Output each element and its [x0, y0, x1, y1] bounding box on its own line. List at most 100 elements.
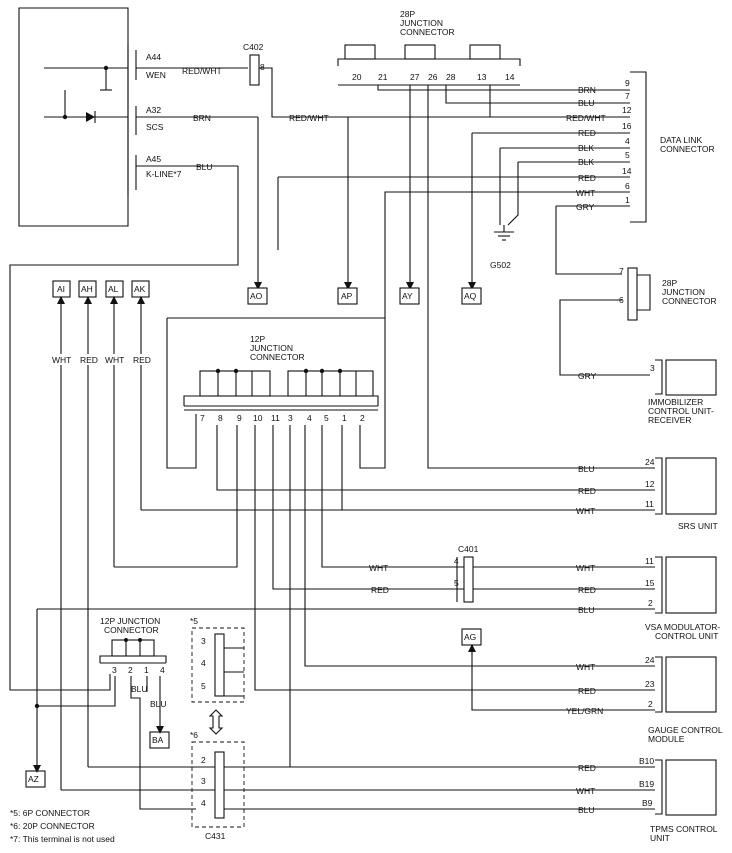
equivalence-arrow: [208, 709, 224, 735]
dlc-wire-8: WHT: [576, 188, 595, 198]
tpms-pin-3: B9: [642, 798, 653, 808]
junction-12p-small: 12P JUNCTION CONNECTOR 3 2 1 4 BLU BLU: [34, 616, 196, 810]
left-wire-4: RED: [133, 355, 151, 365]
jc28-top-pin-26: 26: [428, 72, 438, 82]
junction-12p-middle: 12P JUNCTION CONNECTOR 7 8 9 10 11 3 4 5…: [183, 334, 379, 423]
dlc-pin-8: 6: [625, 181, 630, 191]
ref-ap: AP: [341, 291, 353, 301]
srs-wire-1: BLU: [578, 464, 595, 474]
conn20-pin-3: 3: [201, 776, 206, 786]
left-wires: WHT RED WHT RED: [49, 296, 154, 790]
gauge-wire-2: RED: [578, 686, 596, 696]
connector-c401: C401 WHT 4 RED 5: [369, 544, 655, 603]
jc28-top-pin-20: 20: [352, 72, 362, 82]
conn6-pin-3: 3: [201, 636, 206, 646]
jc28-top-wires: G502: [166, 85, 630, 469]
c402-name: C402: [243, 42, 264, 52]
jc12-title-1: 12P: [250, 334, 265, 344]
vsa-wire-1: WHT: [576, 563, 595, 573]
ref-aq: AQ: [464, 291, 477, 301]
immobilizer-title-1: IMMOBILIZER: [648, 397, 703, 407]
gauge-title-2: MODULE: [648, 734, 685, 744]
jc12-pin-5: 5: [324, 413, 329, 423]
tpms-wire-2: WHT: [576, 786, 595, 796]
gauge-wire-3: YEL/GRN: [566, 706, 603, 716]
ecm-wire-redwht: RED/WHT: [182, 66, 222, 76]
jc12-title-2: JUNCTION: [250, 343, 293, 353]
jc12-pin-1: 1: [342, 413, 347, 423]
left-wire-3: WHT: [105, 355, 124, 365]
vsa-pin-1: 11: [645, 556, 654, 566]
footnote-1: *5: 6P CONNECTOR: [10, 808, 90, 818]
data-link-connector: DATA LINK CONNECTOR BRN 9 BLU 7 RED/WHT …: [566, 71, 715, 223]
jc28-top-pin-13: 13: [477, 72, 487, 82]
ecm-pin-wen: WEN: [146, 70, 166, 80]
vsa-wire-3: BLU: [578, 605, 595, 615]
left-wire-1: WHT: [52, 355, 71, 365]
ecm-pin-a32: A32: [146, 105, 161, 115]
junction-28p-right: 7 6 28P JUNCTION CONNECTOR: [559, 266, 717, 376]
dlc-pin-5: 4: [625, 136, 630, 146]
ecm-pin-a44: A44: [146, 52, 161, 62]
ref-ao: AO: [250, 291, 263, 301]
tpms-wire-1: RED: [578, 763, 596, 773]
jc28-top-pin-14: 14: [505, 72, 515, 82]
vsa-title-2: CONTROL UNIT: [655, 631, 718, 641]
srs-unit: SRS UNIT BLU 24 RED 12 WHT 11: [576, 457, 718, 531]
c401-wire-2: RED: [371, 585, 389, 595]
dlc-pin-1: 9: [625, 78, 630, 88]
dlc-pin-9: 1: [625, 195, 630, 205]
connector-20p: *6 2 3 4 C431: [61, 730, 655, 841]
ref-ag: AG: [464, 632, 476, 642]
dlc-wire-5: BLK: [578, 143, 594, 153]
jc28-top-pin-21: 21: [378, 72, 388, 82]
jc12-pin-10: 10: [253, 413, 263, 423]
ref-ai: AI: [57, 284, 65, 294]
vsa-unit: VSA MODULATOR- CONTROL UNIT WHT 11 RED 1…: [33, 556, 720, 773]
dlc-pin-7: 14: [622, 166, 632, 176]
jc12s-pin-4: 4: [160, 665, 165, 675]
jc28-right-pin-7: 7: [619, 266, 624, 276]
ecm-pin-kline: K-LINE*7: [146, 169, 182, 179]
gauge-pin-1: 24: [645, 655, 655, 665]
ground-g502: G502: [490, 260, 511, 270]
conn20-pin-2: 2: [201, 755, 206, 765]
jc12s-wire-1: BLU: [131, 684, 148, 694]
dlc-wire-3: RED/WHT: [566, 113, 606, 123]
connector-6p: *5 3 4 5: [190, 616, 245, 703]
jc12-pin-8: 8: [218, 413, 223, 423]
vsa-title-1: VSA MODULATOR-: [645, 622, 720, 632]
tpms-pin-1: B10: [639, 756, 654, 766]
dlc-wire-1: BRN: [578, 85, 596, 95]
dlc-pin-2: 7: [625, 91, 630, 101]
ref-ba: BA: [152, 735, 164, 745]
srs-wire-2: RED: [578, 486, 596, 496]
jc12s-title-1: 12P JUNCTION: [100, 616, 160, 626]
jc12s-pin-3: 3: [112, 665, 117, 675]
dlc-wire-6: BLK: [578, 157, 594, 167]
jc12-pin-9: 9: [237, 413, 242, 423]
jc28-top-title-1: 28P: [400, 9, 415, 19]
jc12-pin-2: 2: [360, 413, 365, 423]
jc12s-wire-2: BLU: [150, 699, 167, 709]
dlc-title-1: DATA LINK: [660, 135, 703, 145]
jc28-top-pin-27: 27: [410, 72, 420, 82]
dlc-title-2: CONNECTOR: [660, 144, 715, 154]
gauge-wire-1: WHT: [576, 662, 595, 672]
footnote-2: *6: 20P CONNECTOR: [10, 821, 95, 831]
ecm-wires: RED/WHT BRN BLU: [136, 66, 258, 172]
ecm-module: A44 WEN A32 SCS A45 K-LINE*7: [18, 7, 182, 227]
ecm-wire-brn: BRN: [193, 113, 211, 123]
dlc-pin-6: 5: [625, 150, 630, 160]
jc28-right-title-3: CONNECTOR: [662, 296, 717, 306]
srs-pin-1: 24: [645, 457, 655, 467]
ecm-pin-scs: SCS: [146, 122, 164, 132]
immobilizer-wire: GRY: [578, 371, 597, 381]
gauge-control-module: GAUGE CONTROL MODULE WHT 24 RED 23 YEL/G…: [468, 644, 723, 744]
ecm-wire-blu: BLU: [196, 162, 213, 172]
jc12s-pin-1: 1: [144, 665, 149, 675]
c401-wire-1: WHT: [369, 563, 388, 573]
conn6-pin-4: 4: [201, 658, 206, 668]
jc28-top-title-3: CONNECTOR: [400, 27, 455, 37]
immobilizer-unit: GRY 3 IMMOBILIZER CONTROL UNIT- RECEIVER: [578, 359, 717, 425]
